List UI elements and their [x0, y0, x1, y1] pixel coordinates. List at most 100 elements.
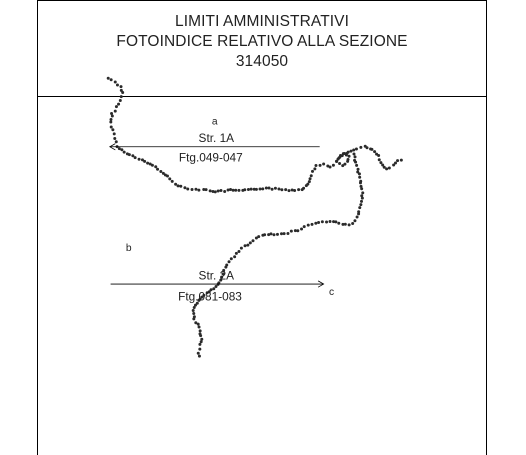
boundary-dot: [357, 212, 361, 216]
boundary-dot: [243, 188, 247, 192]
boundary-dot: [302, 186, 306, 190]
boundary-dot: [110, 114, 114, 118]
boundary-dot: [127, 153, 131, 157]
boundary-dot: [275, 232, 279, 236]
boundary-dot: [343, 162, 347, 166]
boundary-dot: [119, 85, 123, 89]
boundary-dot: [221, 272, 225, 276]
boundary-dot: [249, 187, 253, 191]
boundary-dot: [357, 210, 361, 214]
boundary-dot: [251, 239, 255, 243]
boundary-dot: [296, 229, 300, 233]
boundary-dot: [196, 322, 200, 326]
boundary-dot: [111, 128, 115, 132]
boundary-dot: [328, 220, 332, 224]
strip-2-arrowhead: [317, 280, 325, 288]
boundary-dot: [239, 246, 243, 250]
boundary-dot: [354, 160, 358, 164]
boundary-dot: [199, 334, 203, 338]
boundary-dot: [318, 163, 322, 167]
boundary-dot: [202, 188, 206, 192]
boundary-dot: [143, 159, 147, 163]
boundary-dot: [377, 154, 381, 158]
boundary-dot: [273, 186, 277, 190]
boundary-dot: [306, 223, 310, 227]
boundary-dot: [358, 206, 362, 210]
boundary-dot: [198, 329, 202, 333]
boundary-dot: [332, 220, 336, 224]
boundary-dot: [373, 150, 377, 154]
boundary-dot: [341, 222, 345, 226]
zone-b-label: b: [126, 243, 132, 254]
boundary-dot: [354, 147, 358, 151]
boundary-dot: [109, 117, 113, 121]
boundary-dot: [313, 167, 317, 171]
boundary-dot: [168, 177, 172, 181]
boundary-dot: [248, 241, 252, 245]
boundary-dot: [110, 112, 114, 116]
boundary-dot: [137, 157, 141, 161]
boundary-dot: [297, 188, 301, 192]
boundary-dot: [352, 152, 356, 156]
boundary-dot: [200, 337, 204, 341]
boundary-dot: [272, 233, 276, 237]
boundary-dot: [219, 189, 223, 193]
boundary-dot: [109, 78, 113, 82]
boundary-dot: [381, 163, 385, 167]
zone-c-label: c: [329, 287, 334, 298]
boundary-dot: [396, 159, 400, 163]
boundary-dot: [277, 187, 281, 191]
boundary-dot: [360, 187, 364, 191]
boundary-dot: [314, 221, 318, 225]
boundary-dot: [387, 166, 391, 170]
boundary-dot: [213, 190, 217, 194]
boundary-dot: [198, 342, 202, 346]
boundary-dot: [338, 161, 342, 165]
boundary-dot: [159, 170, 163, 174]
boundary-dot: [360, 194, 364, 198]
boundary-dot: [211, 189, 215, 193]
boundary-dot: [377, 158, 381, 162]
boundary-dot: [308, 177, 312, 181]
boundary-dot: [246, 243, 250, 247]
boundary-dot: [325, 220, 329, 224]
boundary-dot: [269, 232, 273, 236]
boundary-dot: [280, 188, 284, 192]
map-area: a Str. 1A Ftg.049-047 b Str. 2A Ftg.081-…: [106, 76, 403, 358]
boundary-dot: [170, 179, 174, 183]
boundary-dot: [382, 165, 386, 169]
boundary-dot: [200, 295, 204, 299]
boundary-dot: [113, 80, 117, 84]
boundary-dot: [343, 222, 347, 226]
boundary-dot: [115, 83, 119, 87]
boundary-dot: [219, 278, 223, 282]
boundary-dot: [148, 162, 152, 166]
boundary-dot: [197, 325, 201, 329]
boundary-dot: [229, 257, 233, 261]
boundary-dot: [335, 160, 339, 164]
strip-1-arrowhead: [109, 143, 116, 151]
boundary-dot: [117, 147, 121, 151]
boundary-dot: [341, 164, 345, 168]
boundary-dot: [231, 188, 235, 192]
boundary-dot: [237, 188, 241, 192]
header-subtitle: FOTOINDICE RELATIVO ALLA SEZIONE: [116, 33, 408, 50]
boundary-dot: [343, 152, 347, 156]
boundary-dot: [254, 236, 258, 240]
boundary-dot: [307, 180, 311, 184]
boundary-dot: [191, 309, 195, 313]
boundary-dot: [282, 232, 286, 236]
boundary-dot: [202, 293, 206, 297]
boundary-dot: [385, 167, 389, 171]
boundary-dot: [183, 186, 187, 190]
boundary-dot: [222, 268, 226, 272]
boundary-dot: [328, 165, 332, 169]
boundary-dot: [114, 140, 118, 144]
boundary-dot: [365, 146, 369, 150]
boundary-dot: [220, 275, 224, 279]
boundary-dot: [320, 220, 324, 224]
boundary-dot: [113, 109, 117, 113]
boundary-dot: [161, 171, 165, 175]
boundary-dot: [290, 188, 294, 192]
